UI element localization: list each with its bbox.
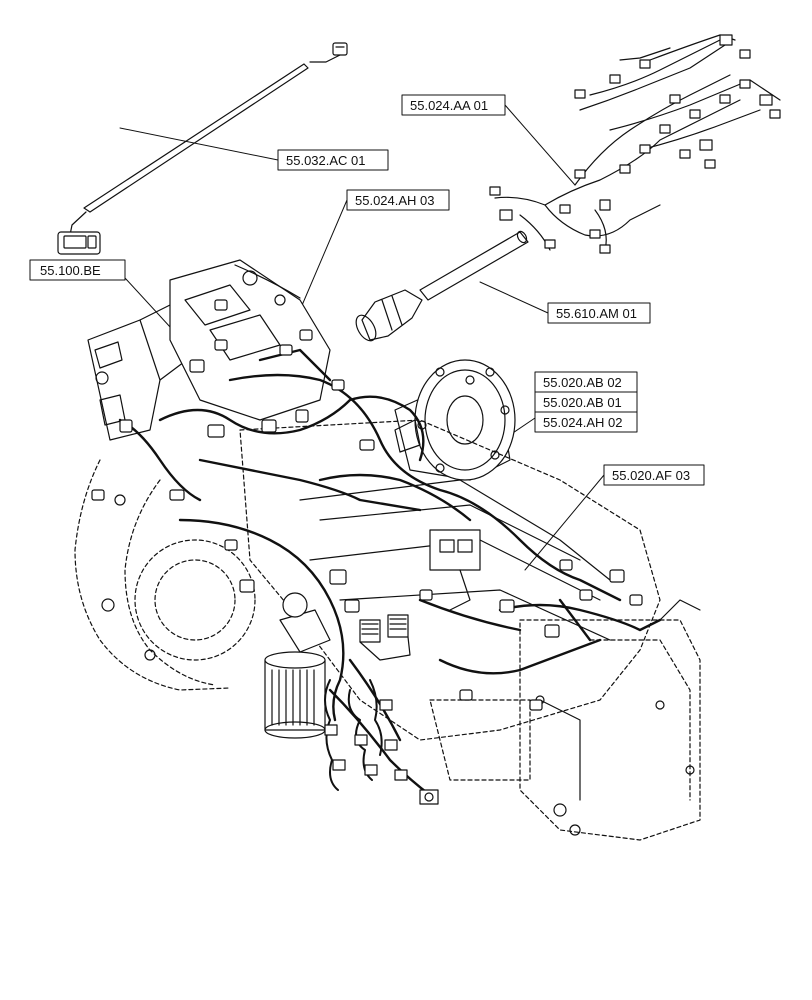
callout-55-024-ah-02[interactable]: 55.024.AH 02 [534,411,638,433]
callout-55-610-am-01-text: 55.610.AM 01 [556,306,637,321]
callout-55-024-aa-01[interactable]: 55.024.AA 01 [401,94,506,116]
callout-55-032-ac-01-text: 55.032.AC 01 [286,153,366,168]
cable-55-032-ac-01 [57,42,348,255]
callout-55-020-ab-02[interactable]: 55.020.AB 02 [534,371,638,393]
harness-connectors [489,34,781,254]
callout-55-020-ab-01-text: 55.020.AB 01 [543,395,622,410]
conduit-55-610-am-01 [355,230,529,342]
callout-55-024-aa-01-text: 55.024.AA 01 [410,98,488,113]
injector-connector-loom [324,679,439,805]
callout-55-032-ac-01[interactable]: 55.032.AC 01 [277,149,389,171]
harness-connectors-main [91,299,643,711]
tractor-assembly [74,259,701,841]
callout-55-020-ab-02-text: 55.020.AB 02 [543,375,622,390]
callout-55-020-af-03-text: 55.020.AF 03 [612,468,690,483]
callout-55-024-ah-03[interactable]: 55.024.AH 03 [346,189,450,211]
callout-55-610-am-01[interactable]: 55.610.AM 01 [547,302,651,324]
callout-55-024-ah-03-text: 55.024.AH 03 [355,193,435,208]
callout-55-024-ah-02-text: 55.024.AH 02 [543,415,623,430]
chassis-harness-runs [118,348,662,797]
engine-harness-55-024-aa-01 [489,34,781,254]
callout-labels[interactable]: 55.032.AC 01 55.024.AH 03 55.100.BE 55.0… [29,94,705,486]
callout-55-020-af-03[interactable]: 55.020.AF 03 [603,464,705,486]
callout-55-020-ab-01[interactable]: 55.020.AB 01 [534,391,638,413]
callout-55-100-be[interactable]: 55.100.BE [29,259,126,281]
callout-55-100-be-text: 55.100.BE [40,263,101,278]
